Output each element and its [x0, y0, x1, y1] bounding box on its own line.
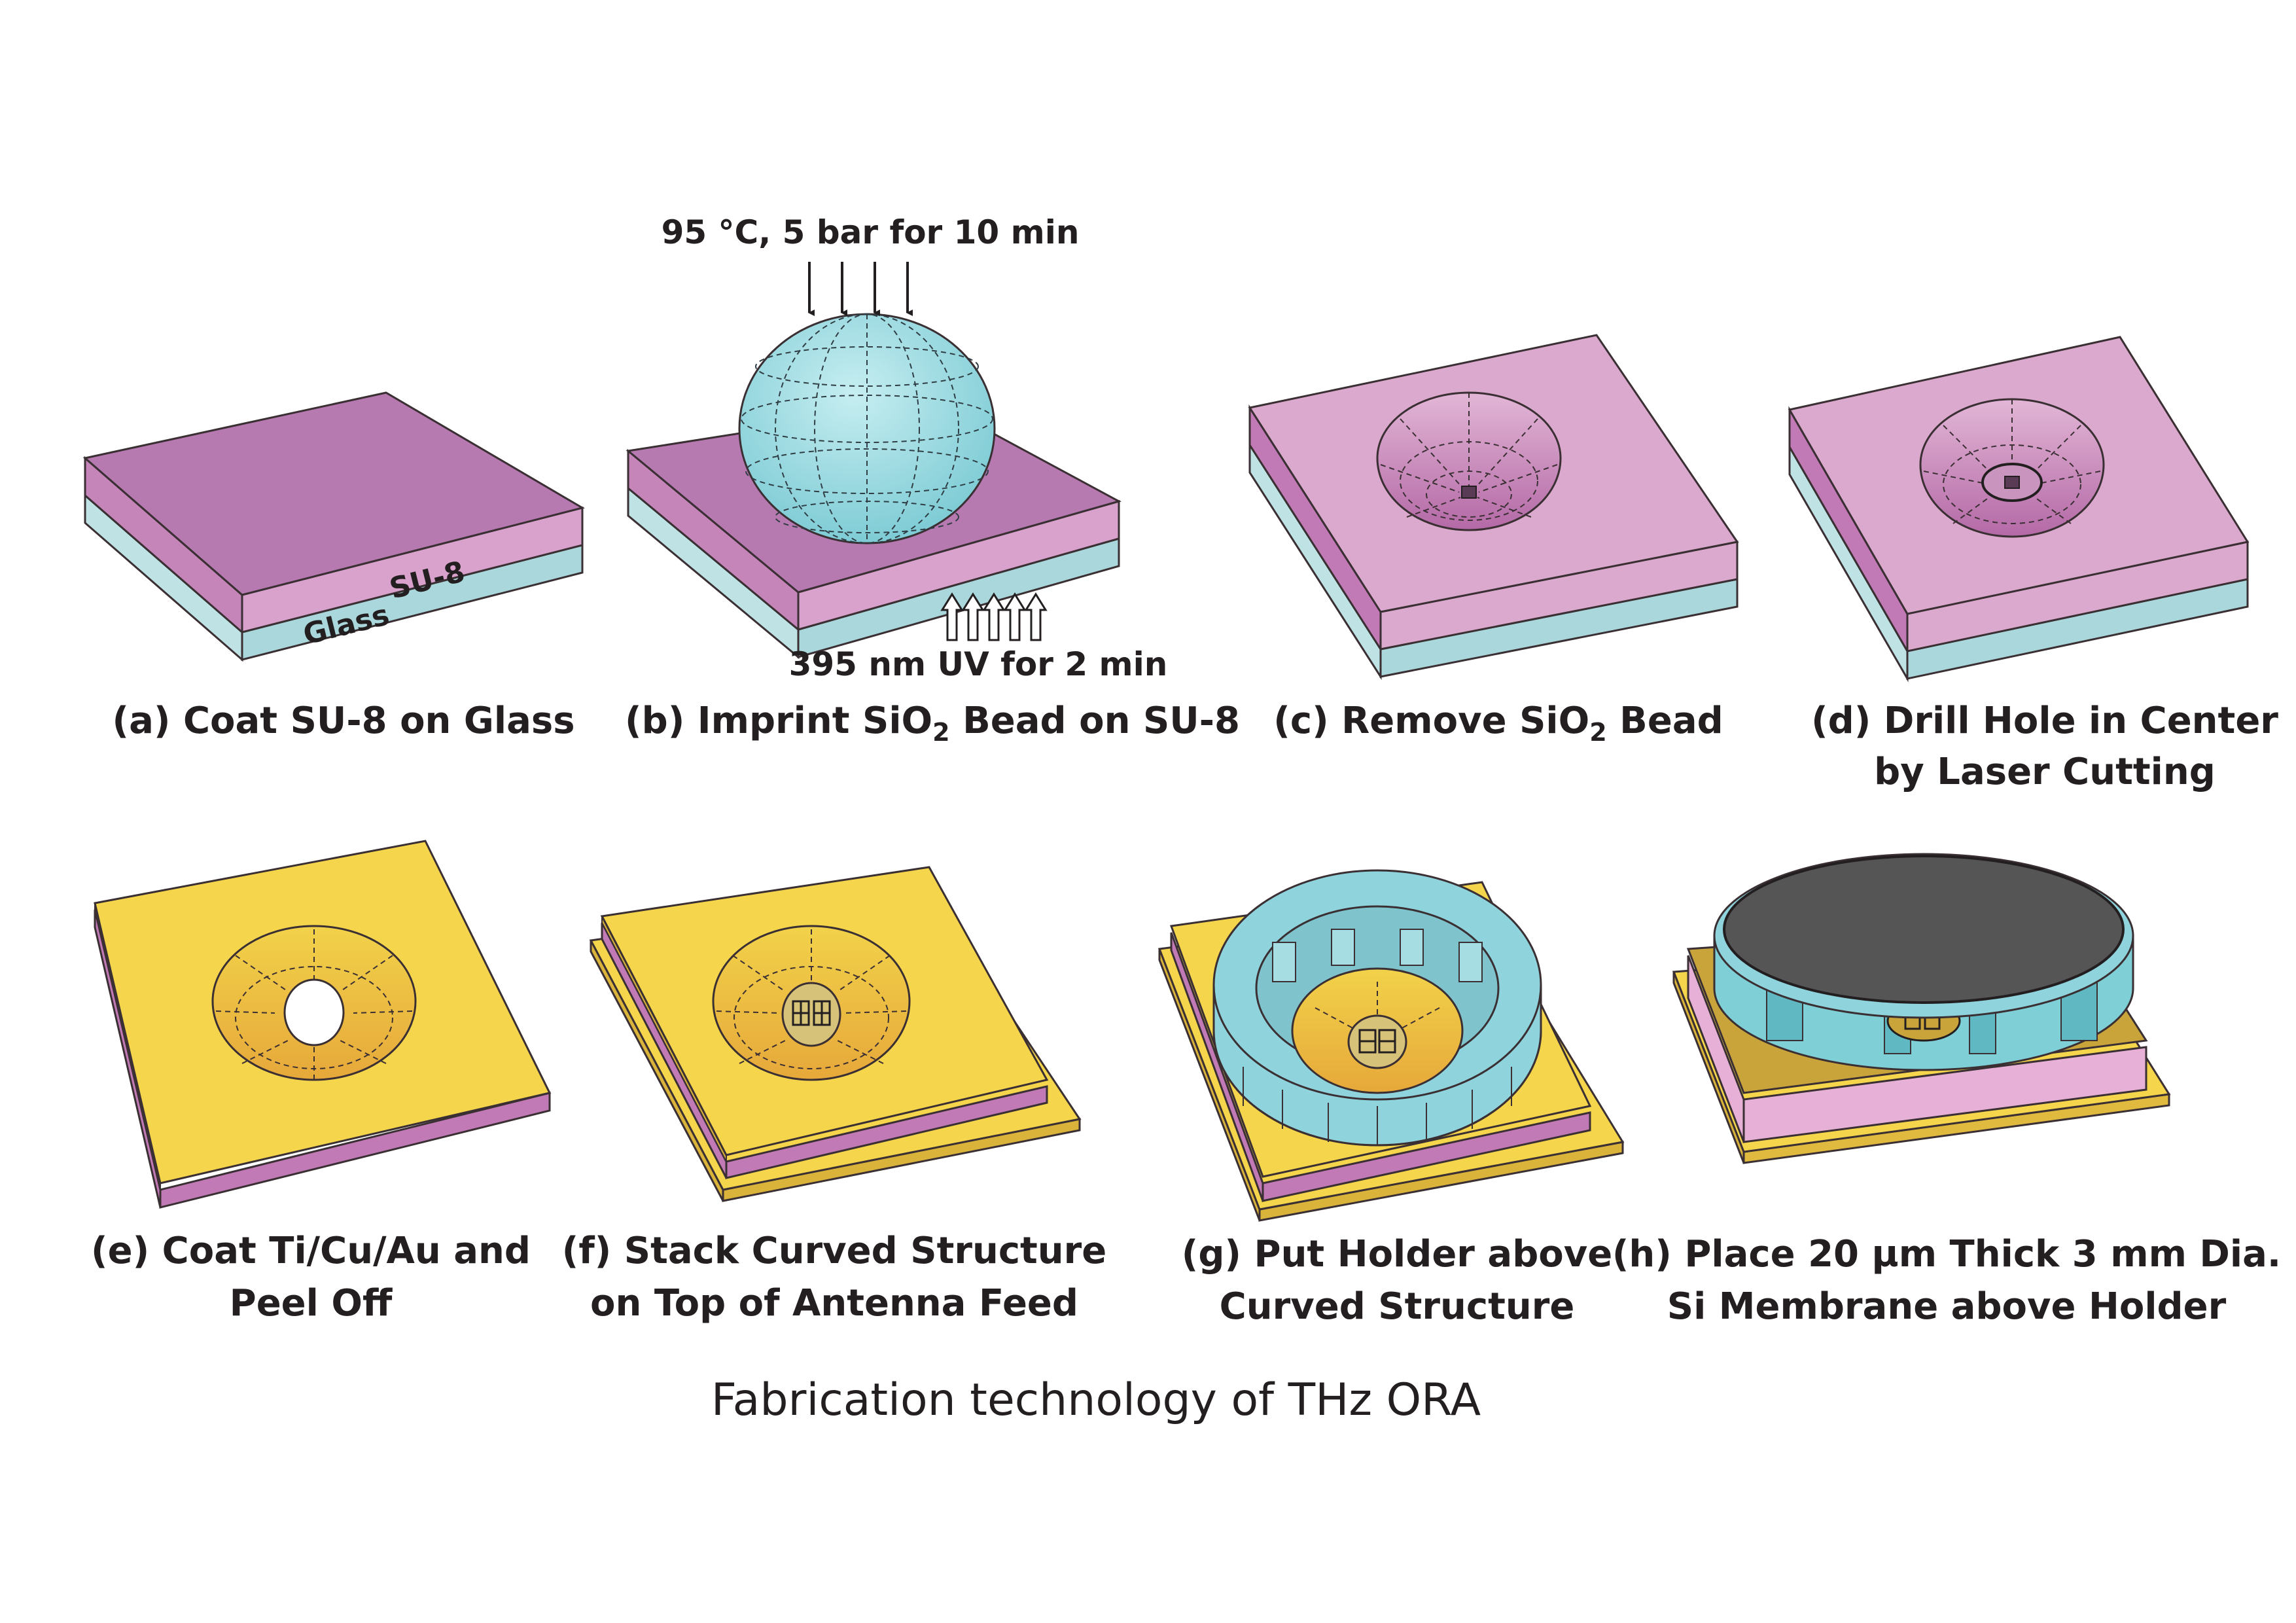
- step-f-illustration: [589, 866, 1082, 1202]
- holder-ring: [1713, 853, 2134, 1071]
- si-membrane: [1723, 855, 2125, 1004]
- step-a-caption: (a) Coat SU-8 on Glass: [112, 700, 574, 742]
- figure-caption: Fabrication technology of THz ORA: [711, 1374, 1481, 1426]
- antenna-feed-pattern: [1358, 1029, 1396, 1054]
- step-f-caption-line2: on Top of Antenna Feed: [590, 1282, 1078, 1325]
- step-g-illustration: [1157, 869, 1625, 1222]
- imprinted-dish: [1919, 398, 2105, 538]
- gold-dish: [211, 925, 417, 1081]
- step-g-caption-line2: Curved Structure: [1220, 1285, 1575, 1328]
- step-h-illustration: [1672, 853, 2171, 1164]
- step-e-caption-line2: Peel Off: [230, 1282, 393, 1325]
- curved-structure: [600, 866, 1049, 1179]
- step-c-caption: (c) Remove SiO2 Bead: [1273, 700, 1723, 747]
- step-f-caption-line1: (f) Stack Curved Structure: [562, 1230, 1107, 1272]
- su8-top: [82, 391, 585, 596]
- step-g-caption-line1: (g) Put Holder above: [1182, 1233, 1613, 1275]
- antenna-feed-pattern: [792, 1000, 831, 1026]
- holder-ring: [1212, 869, 1542, 1147]
- step-h-caption-line1: (h) Place 20 µm Thick 3 mm Dia.: [1612, 1233, 2281, 1275]
- step-c-illustration: [1248, 334, 1739, 681]
- step-d-illustration: [1788, 336, 2250, 683]
- step-b-caption: (b) Imprint SiO2 Bead on SU-8: [625, 700, 1240, 747]
- step-e-illustration: [94, 840, 552, 1209]
- step-d-caption-line1: (d) Drill Hole in Center: [1811, 700, 2278, 742]
- step-d-caption-line2: by Laser Cutting: [1874, 751, 2216, 793]
- imprinted-dish: [1376, 391, 1562, 531]
- step-h-caption-line2: Si Membrane above Holder: [1667, 1285, 2227, 1328]
- pressure-note: 95 °C, 5 bar for 10 min: [662, 213, 1080, 251]
- step-e-caption-line1: (e) Coat Ti/Cu/Au and: [91, 1230, 531, 1272]
- sio2-bead: [738, 313, 996, 544]
- step-a-illustration: SU-8 Glass: [82, 391, 585, 662]
- uv-note: 395 nm UV for 2 min: [789, 645, 1168, 683]
- pressure-arrows: [808, 262, 913, 316]
- step-b-illustration: 95 °C, 5 bar for 10 min 395 nm UV for 2 …: [626, 213, 1168, 683]
- su8-right-side: [159, 1092, 551, 1209]
- center-hole: [283, 978, 345, 1046]
- uv-arrows: [940, 592, 1048, 641]
